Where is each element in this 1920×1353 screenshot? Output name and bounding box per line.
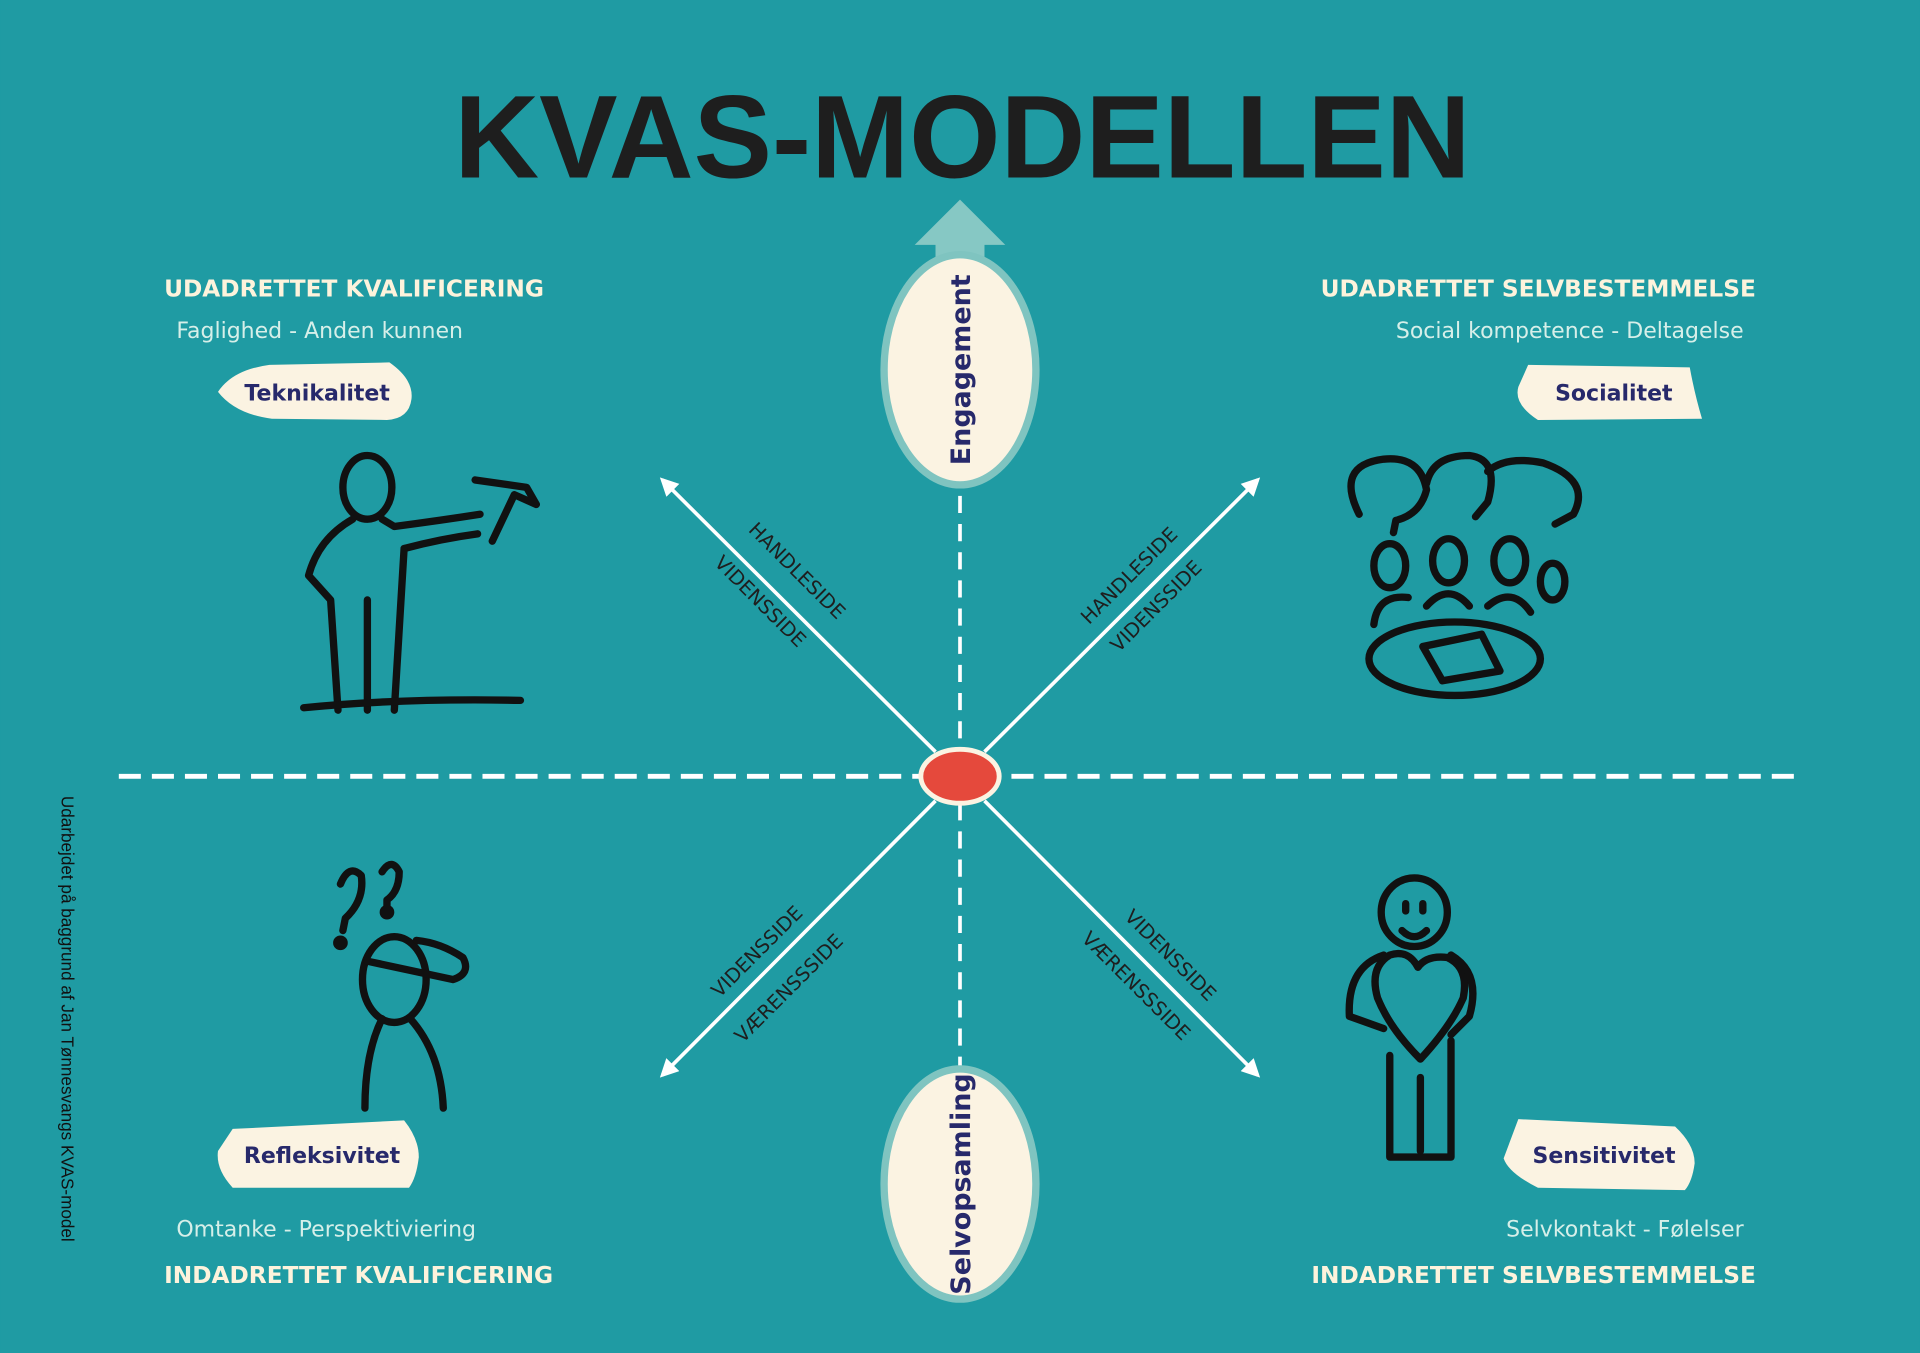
thinking-person-icon xyxy=(333,860,470,1112)
side-note: Udarbejdet på baggrund af Jan Tønnesvang… xyxy=(57,796,77,1242)
person-hugging-heart-icon xyxy=(1345,874,1477,1161)
subtitle-bottom-left: Omtanke - Perspektiviering xyxy=(176,1218,476,1243)
badge-sensitivitet-label: Sensitivitet xyxy=(1533,1144,1677,1169)
subtitle-top-right: Social kompetence - Deltagelse xyxy=(1396,319,1744,344)
heading-top-right: UDADRETTET SELVBESTEMMELSE xyxy=(1321,275,1756,302)
badge-refleksivitet-label: Refleksivitet xyxy=(244,1144,401,1169)
subtitle-bottom-right: Selvkontakt - Følelser xyxy=(1506,1218,1744,1243)
engagement-oval xyxy=(880,251,1040,489)
group-meeting-icon xyxy=(1347,451,1582,700)
page-title: KVAS-MODELLEN xyxy=(454,72,1470,203)
heading-bottom-left: INDADRETTET KVALIFICERING xyxy=(164,1262,553,1289)
badge-socialitet xyxy=(1517,364,1703,420)
heading-top-left: UDADRETTET KVALIFICERING xyxy=(164,275,544,302)
diagonal-arrows xyxy=(659,477,1261,1078)
badge-teknikalitet xyxy=(217,362,412,420)
arrow-up-icon xyxy=(914,199,1006,267)
selvopsamling-label: Selvopsamling xyxy=(946,1073,977,1294)
badge-refleksivitet xyxy=(217,1120,419,1188)
center-dot xyxy=(918,746,1002,806)
subtitle-top-left: Faglighed - Anden kunnen xyxy=(176,319,463,344)
badge-socialitet-label: Socialitet xyxy=(1555,381,1673,406)
engagement-label: Engagement xyxy=(946,274,977,465)
diagonal-upper-left xyxy=(659,477,937,754)
badge-teknikalitet-label: Teknikalitet xyxy=(244,381,390,406)
badge-sensitivitet xyxy=(1503,1119,1695,1191)
diagonal-lower-left xyxy=(659,799,937,1078)
person-with-hammer-icon xyxy=(300,451,541,714)
diagonal-upper-right xyxy=(983,477,1261,754)
selvopsamling-oval xyxy=(880,1065,1040,1303)
heading-bottom-right: INDADRETTET SELVBESTEMMELSE xyxy=(1311,1262,1756,1289)
diagonal-lower-right xyxy=(983,799,1261,1078)
